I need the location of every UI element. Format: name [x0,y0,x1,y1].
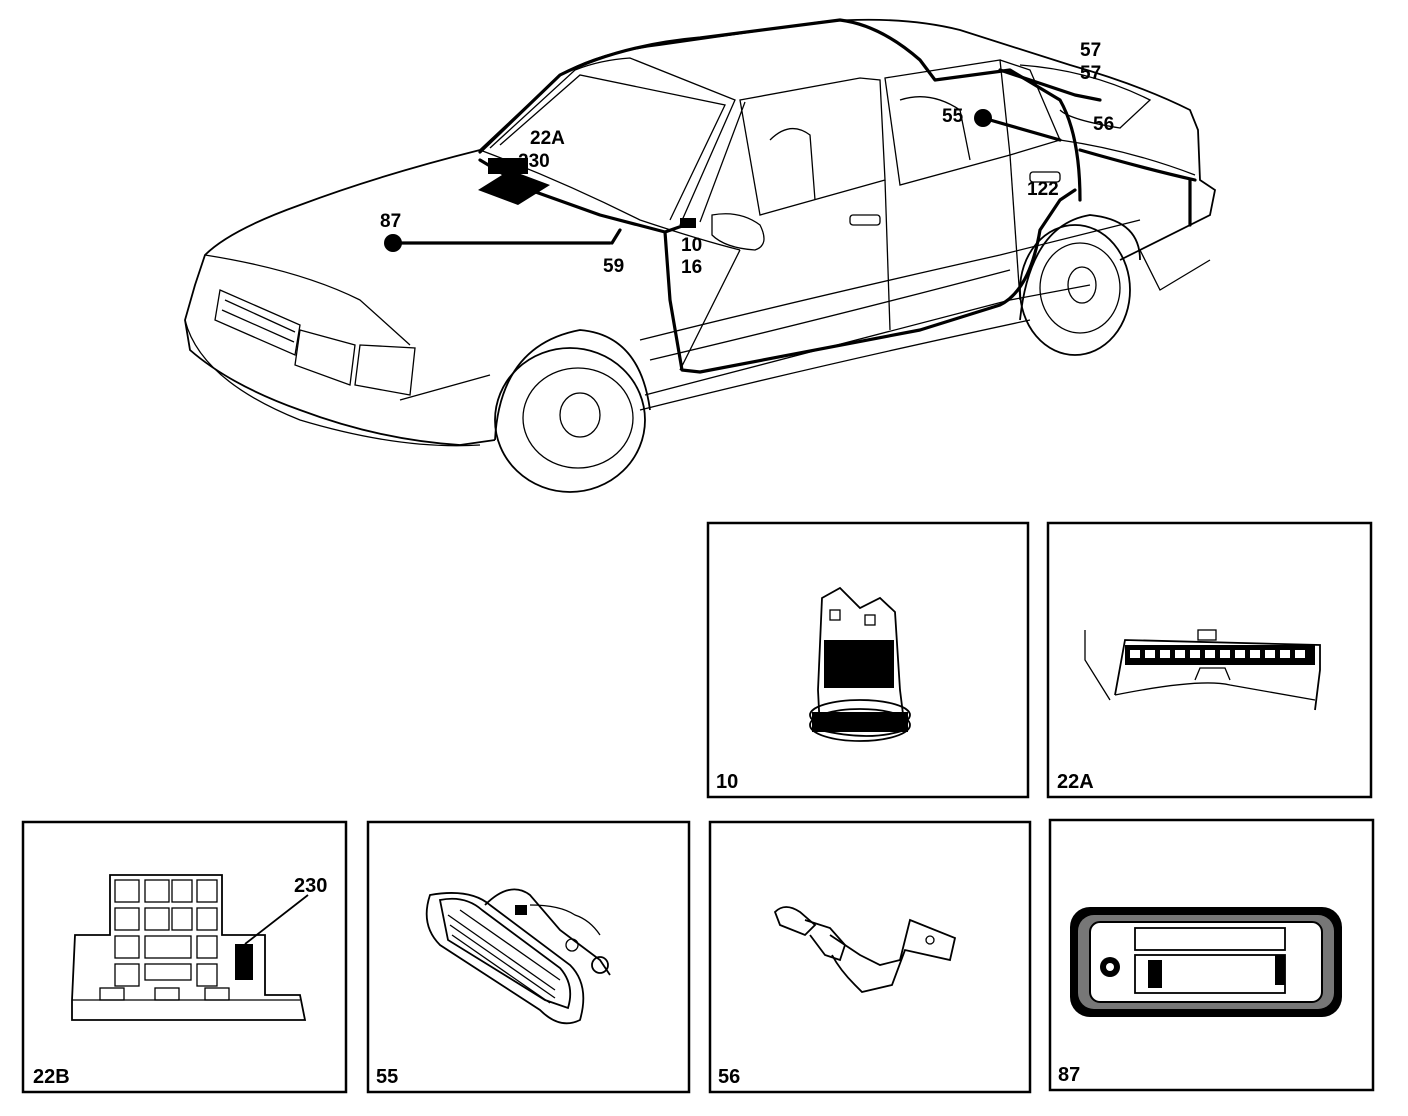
panel-87: 87 [1048,818,1375,1092]
fusebox-22B-drawing [71,874,309,1021]
panel-label-22A: 22A [1057,771,1094,793]
panel-label-87: 87 [1058,1064,1080,1086]
callout-10: 10 [681,235,702,256]
callout-dot-87 [384,234,402,252]
lamp-87-drawing [1070,907,1342,1017]
callout-55: 55 [942,106,964,127]
lamp-55-drawing [425,888,611,1025]
callout-230: 230 [518,151,550,172]
panel-22A: 22A [1046,521,1373,799]
panel-55: 55 [366,820,691,1094]
callout-122: 122 [1027,179,1059,200]
panel-label-10: 10 [716,771,738,793]
callout-59: 59 [603,256,624,277]
panel-label-55: 55 [376,1066,398,1088]
callout-dot-55 [974,109,992,127]
callout-57-top: 57 [1080,40,1101,61]
callout-22A: 22A [530,128,565,149]
callout-56: 56 [1093,114,1114,135]
panel-10: 10 [706,521,1030,799]
callout-16: 16 [681,257,702,278]
panel-callout-230: 230 [294,875,327,897]
panel-56: 56 [708,820,1032,1094]
connector-10-drawing [809,586,911,742]
bulb-socket-56-drawing [773,906,957,993]
callout-87: 87 [380,211,401,232]
panel-22B: 230 22B [21,820,348,1094]
fusebox-22A-drawing [1084,629,1321,711]
callout-57-bottom: 57 [1080,63,1101,84]
panel-label-56: 56 [718,1066,740,1088]
panel-label-22B: 22B [33,1066,70,1088]
wiring-harness [388,18,1197,374]
